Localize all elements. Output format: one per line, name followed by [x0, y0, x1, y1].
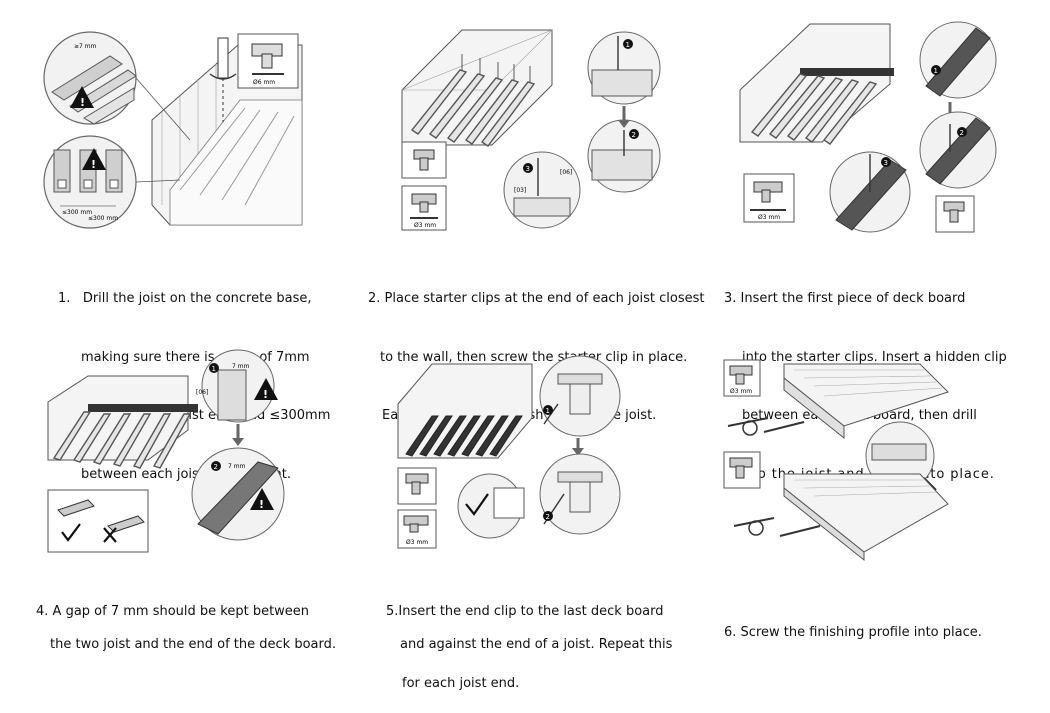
step-2-panel: 1 2 3 [03] [06] Ø3 mm 2. Place starter c… [366, 29, 706, 423]
step-5-caption: 5.Insert the end clip to the last deck b… [386, 584, 672, 711]
step-3-badge-1: 1 [934, 67, 938, 75]
step-6-caption: 6. Screw the finishing profile into plac… [724, 584, 982, 682]
step-4-line-1: A gap of 7 mm should be kept between [52, 604, 310, 619]
svg-text:!: ! [259, 498, 264, 511]
step-3-illustration: 1 2 3 Ø3 mm [739, 21, 997, 233]
step-5-illustration: 1 2 Ø3 mm [397, 355, 621, 549]
step-5-panel: 1 2 Ø3 mm 5.Insert the end clip to the l… [380, 350, 710, 690]
step-4-badge-1: 1 [212, 365, 216, 373]
step-1-line-1: Drill the joist on the concrete base, [82, 291, 312, 306]
step-4-illustration: 1 7 mm [06] ! 2 7 mm ! [47, 349, 285, 553]
step-6-illustration: Ø3 mm [723, 359, 949, 562]
step-2-badge-3: 3 [526, 165, 530, 173]
step-2-number: 2. [368, 291, 381, 306]
svg-text:!: ! [91, 158, 96, 171]
step-4-badge-2: 2 [214, 463, 218, 471]
step-4-number: 4. [36, 604, 49, 619]
step-2-badge-2: 2 [632, 131, 636, 139]
step-1-panel: Ø6 mm ≥7 mm ! ! ≤300 mm ≤300 mm 1. Drill… [40, 30, 360, 482]
drill-size-label-6: Ø3 mm [730, 388, 752, 395]
step-5-badge-1: 1 [546, 407, 550, 415]
spacing-label-b: ≤300 mm [88, 215, 118, 222]
step-4-caption: 4. A gap of 7 mm should be kept between … [36, 584, 336, 672]
step-2-badge-1: 1 [626, 41, 630, 49]
step-6-line-1: Screw the finishing profile into place. [740, 625, 982, 640]
step-5-number: 5. [386, 604, 399, 619]
step-5-line-3: for each joist end. [402, 676, 520, 691]
step-1-illustration: Ø6 mm ≥7 mm ! ! ≤300 mm ≤300 mm [43, 31, 303, 229]
step-4-line-2: the two joist and the end of the deck bo… [50, 637, 336, 652]
step-5-badge-2: 2 [546, 513, 550, 521]
step-6-number: 6. [724, 625, 737, 640]
drill-size-label-3: Ø3 mm [758, 214, 780, 221]
step-4-panel: 1 7 mm [06] ! 2 7 mm ! 4. A gap of 7 mm … [30, 349, 360, 651]
step-5-line-1: Insert the end clip to the last deck boa… [398, 604, 664, 619]
drill-size-label-5: Ø3 mm [406, 539, 428, 546]
step-3-line-2: into the starter clips. Insert a hidden … [742, 349, 1007, 365]
svg-text:!: ! [80, 96, 85, 109]
step-3-badge-2: 2 [960, 129, 964, 137]
step-3-line-1: Insert the first piece of deck board [740, 291, 966, 306]
step-5-line-2: and against the end of a joist. Repeat t… [400, 637, 673, 652]
drill-size-label-1: Ø6 mm [253, 79, 275, 86]
drill-size-label-2: Ø3 mm [414, 222, 436, 229]
step-2-illustration: 1 2 3 [03] [06] Ø3 mm [401, 29, 661, 231]
step-1-number: 1. [58, 291, 71, 306]
step-3-badge-3: 3 [884, 159, 888, 167]
gap-label-bottom: 7 mm [228, 463, 246, 470]
step-2-line-1: Place starter clips at the end of each j… [384, 291, 705, 306]
step-3-panel: 1 2 3 Ø3 mm 3. Insert the first piece of… [720, 20, 1045, 482]
clip-label-b: [06] [560, 169, 572, 176]
clip-label-a: [03] [514, 187, 526, 194]
step-3-number: 3. [724, 291, 737, 306]
step-6-panel: Ø3 mm 6. Screw the finishing profile int… [718, 350, 1048, 640]
spacing-label-a: ≤300 mm [62, 209, 92, 216]
clip-label: [06] [196, 389, 208, 396]
svg-text:!: ! [263, 388, 268, 401]
gap-label: ≥7 mm [74, 43, 97, 50]
gap-label-top: 7 mm [232, 363, 250, 370]
